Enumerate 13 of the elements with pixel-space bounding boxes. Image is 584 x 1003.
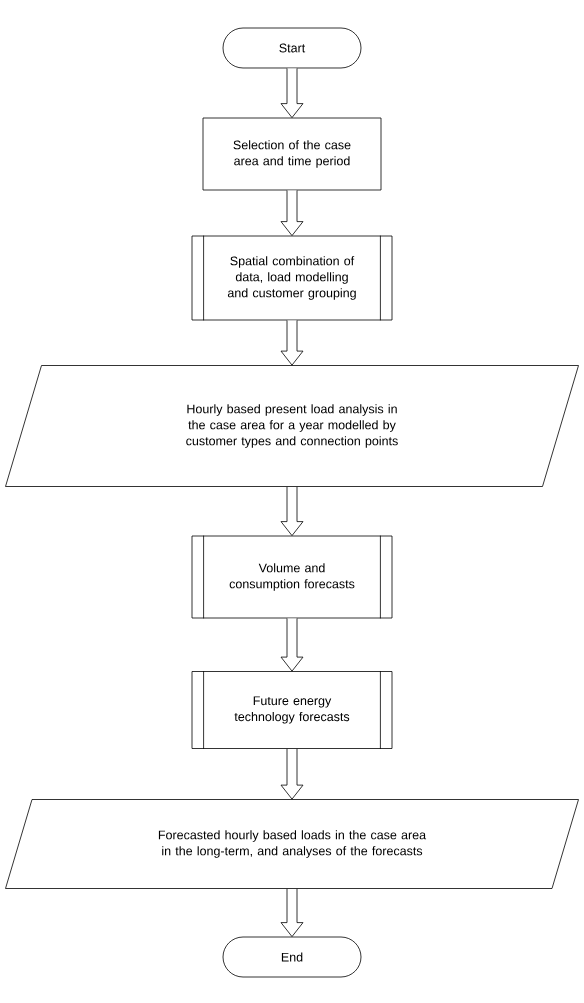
predefined-process-box: Volume and consumption forecasts	[191, 535, 393, 619]
block-arrow	[280, 888, 304, 937]
block-arrow	[280, 190, 304, 236]
data-parallelogram: Forecasted hourly based loads in the case area in the long-term, and analyses of the forecasts	[5, 799, 579, 889]
block-arrow	[280, 68, 304, 118]
predefined-process-box: Spatial combination of data, load modelling and customer grouping	[191, 235, 393, 321]
block-arrow	[280, 486, 304, 536]
data-parallelogram: Hourly based present load analysis in the case area for a year modelled by customer types and connection points	[5, 365, 579, 487]
block-arrow	[280, 748, 304, 800]
block-arrow	[280, 320, 304, 366]
block-arrow	[280, 618, 304, 672]
predefined-process-box: Future energy technology forecasts	[191, 670, 393, 750]
process-box: Selection of the case area and time period	[202, 117, 382, 191]
